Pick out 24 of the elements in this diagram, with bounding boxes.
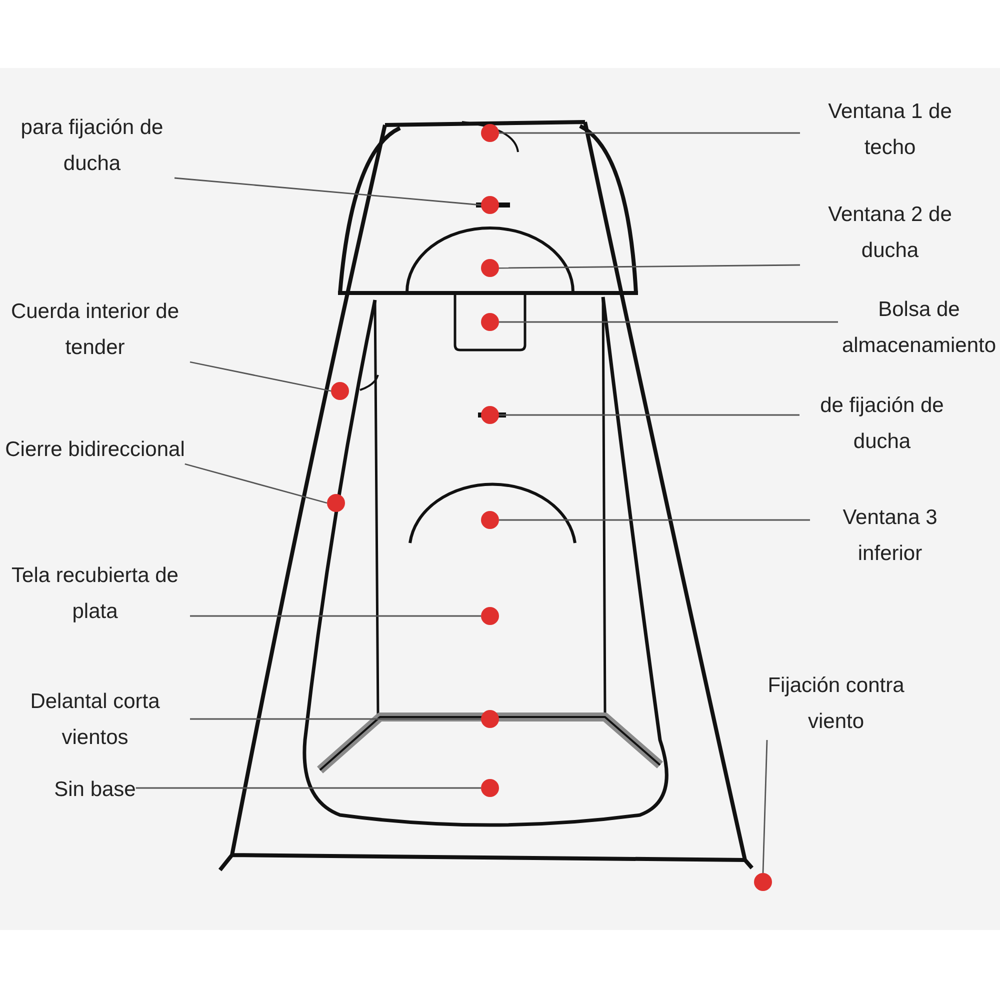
callout-label: Sin base: [54, 772, 136, 808]
leader-line: [136, 787, 481, 789]
leader-line: [190, 361, 332, 392]
leader-line: [174, 177, 482, 206]
leader-line: [499, 264, 800, 269]
callout-label: Ventana 2 de ducha: [800, 197, 980, 269]
callout-label: Bolsa de almacenamiento: [838, 292, 1000, 364]
leader-line: [184, 463, 328, 504]
callout-label: Cierre bidireccional: [5, 432, 185, 468]
callout-label: Tela recubierta de plata: [0, 558, 190, 630]
callout-label: para fijación de ducha: [10, 110, 174, 182]
leader-line: [762, 740, 768, 874]
leader-line: [499, 132, 800, 134]
callout-label: Cuerda interior de tender: [0, 294, 190, 366]
callout-label: Ventana 3 inferior: [810, 500, 970, 572]
callout-label: de fijación de ducha: [800, 388, 964, 460]
leader-line: [499, 414, 800, 416]
callout-label: Delantal corta vientos: [0, 684, 190, 756]
leader-line: [499, 321, 838, 323]
leader-line: [190, 718, 481, 720]
callout-label: Ventana 1 de techo: [800, 94, 980, 166]
leader-line: [499, 519, 810, 521]
leader-line: [190, 615, 481, 617]
callout-label: Fijación contra viento: [741, 668, 931, 740]
